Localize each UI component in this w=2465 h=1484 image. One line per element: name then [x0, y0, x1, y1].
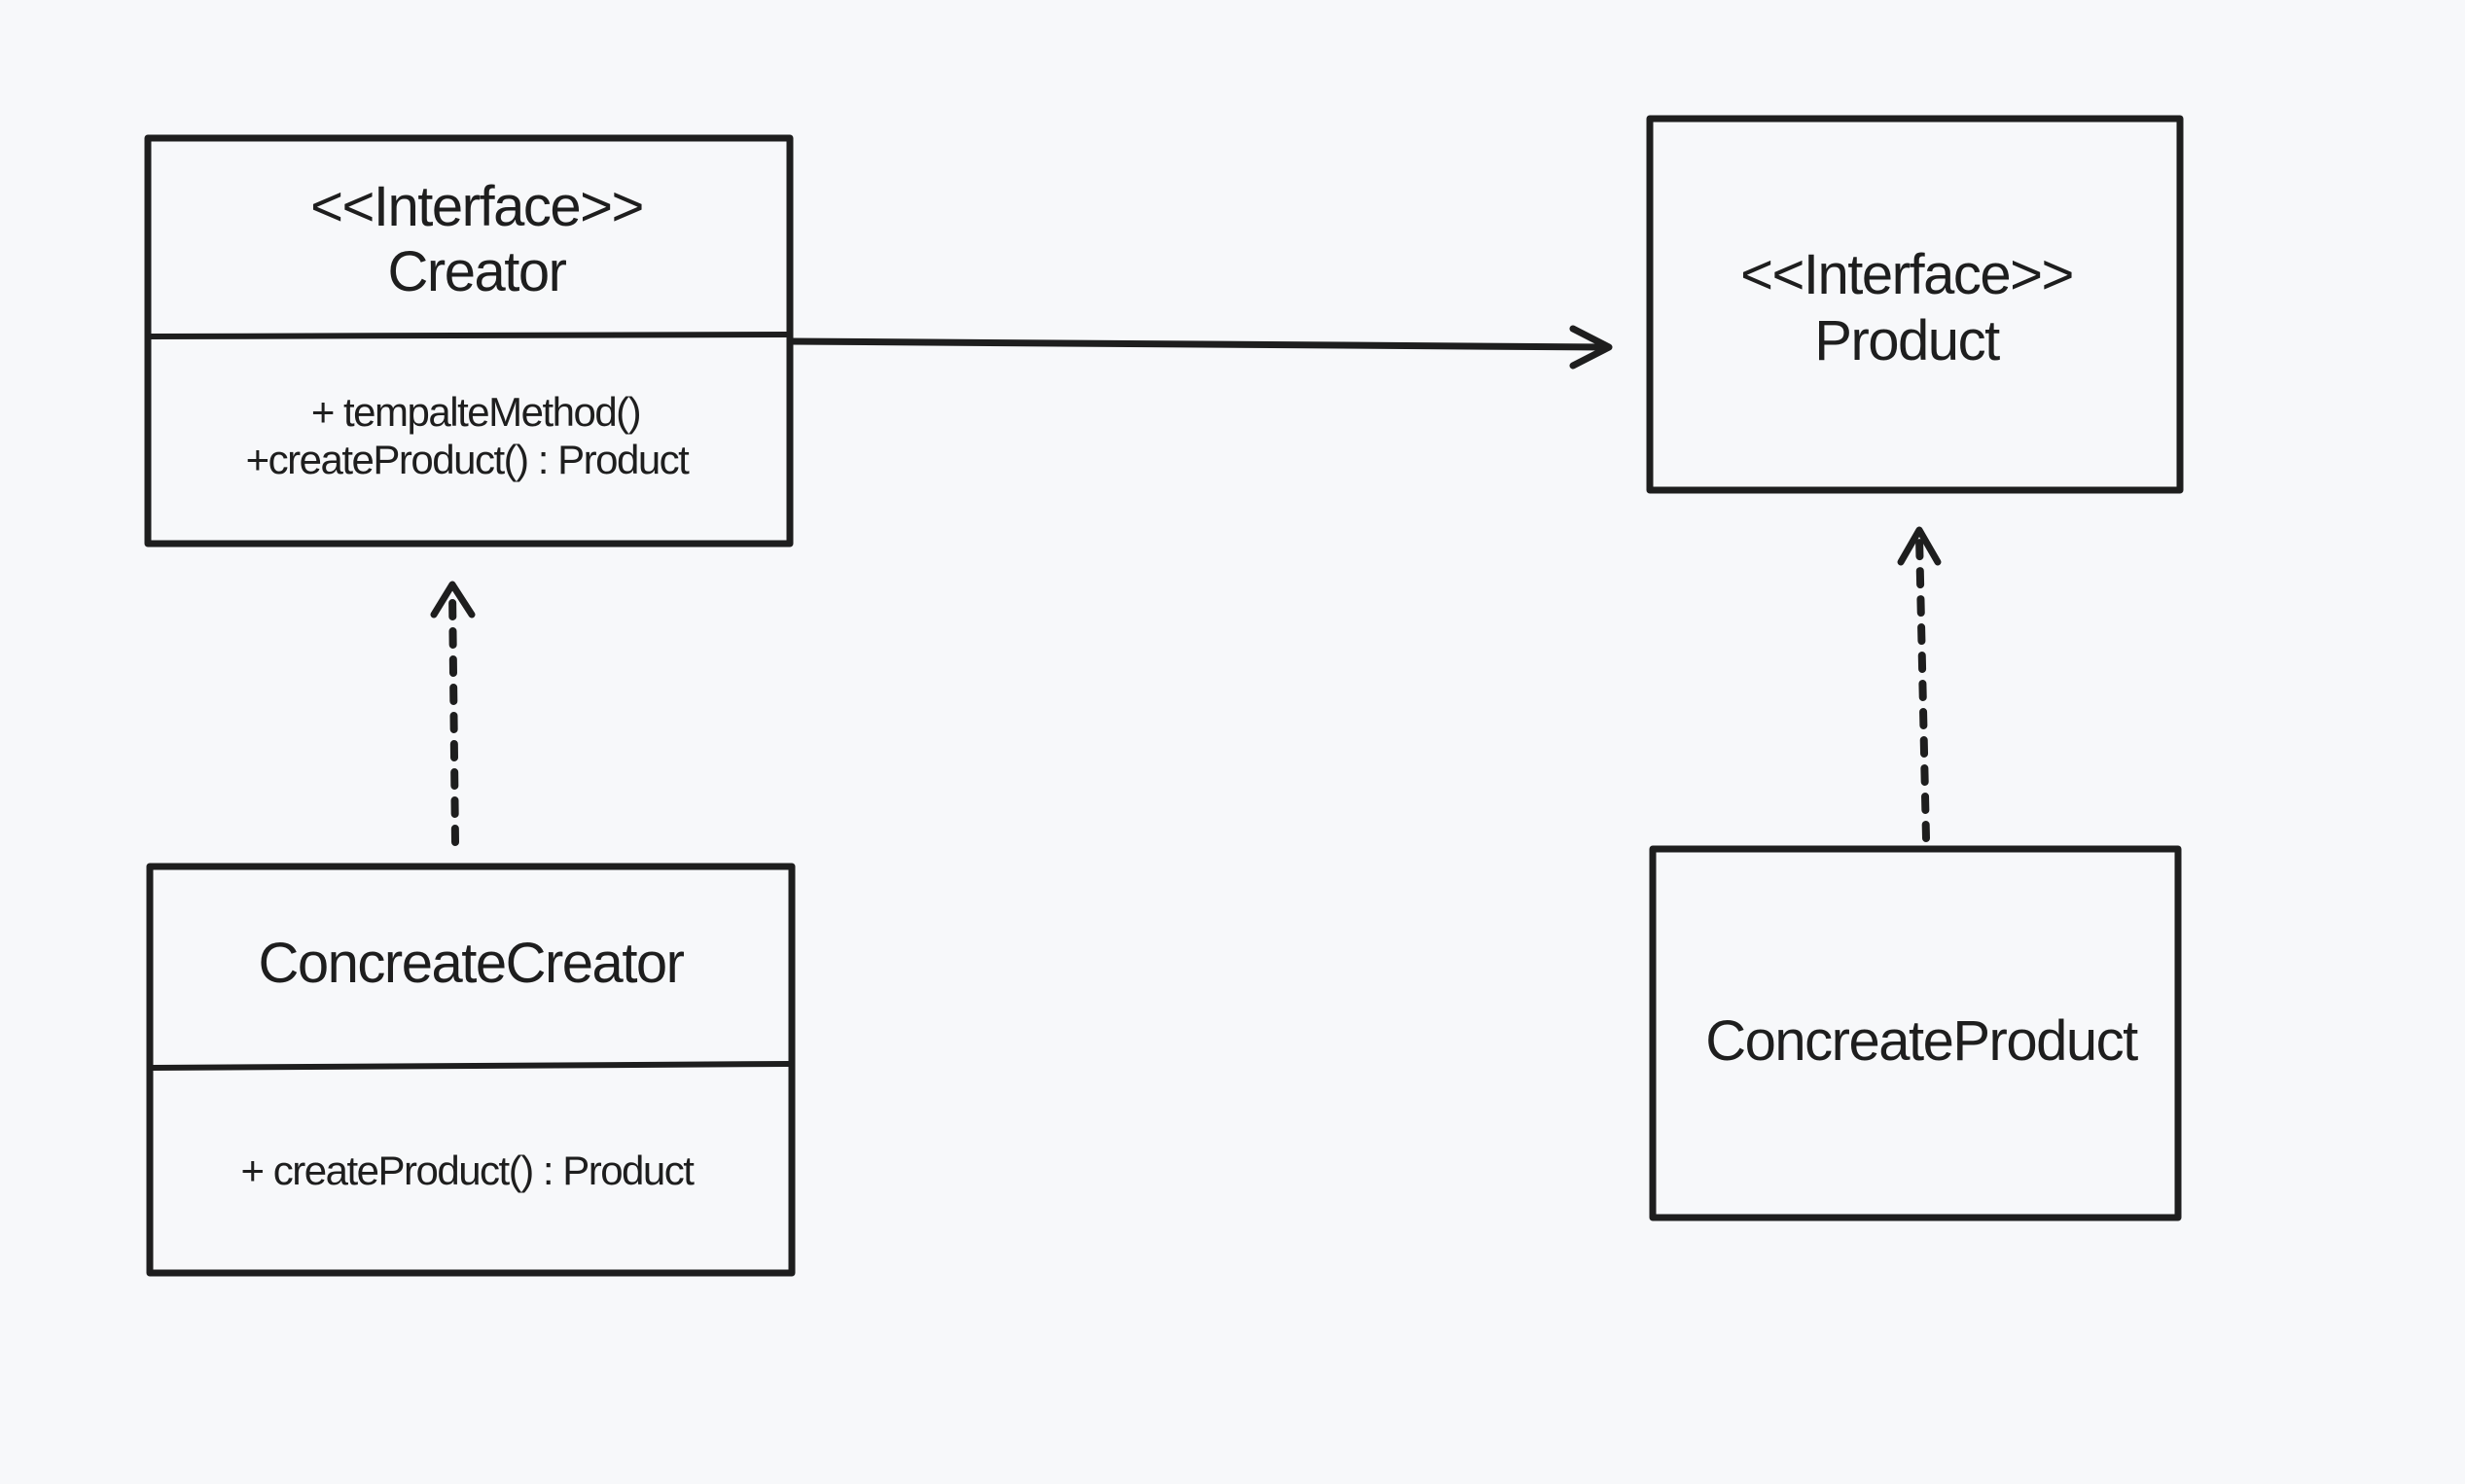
class-creator-name: Creator	[388, 240, 567, 303]
relation-creator-to-product[interactable]	[786, 325, 1613, 370]
realization-line	[1915, 533, 1930, 842]
class-concrete-creator-box	[146, 863, 796, 1277]
class-creator-member: + tempalteMethod()	[311, 389, 640, 435]
realization-arrowhead	[430, 581, 476, 618]
class-concrete-product-name: ConcreateProduct	[1705, 1009, 2138, 1073]
class-product-name: Product	[1814, 309, 2000, 372]
class-creator-divider	[148, 332, 790, 339]
realization-arrowhead	[1897, 526, 1942, 566]
class-concrete-creator-member: + createProduct() : Product	[241, 1148, 696, 1193]
class-creator-member: +createProduct() : Product	[246, 437, 691, 482]
realization-line	[448, 586, 459, 846]
relation-concrete-product-to-product[interactable]	[1897, 526, 1942, 842]
class-concrete-creator-name: ConcreateCreator	[259, 932, 685, 995]
association-arrowhead	[1569, 325, 1613, 370]
class-concrete-creator-divider	[150, 1061, 792, 1071]
class-concrete-product-box	[1649, 845, 2182, 1221]
relation-concrete-creator-to-creator[interactable]	[430, 581, 476, 846]
class-concrete-creator[interactable]: ConcreateCreator + createProduct() : Pro…	[146, 863, 796, 1277]
class-product-stereotype: <<Interface>>	[1740, 243, 2073, 306]
class-product[interactable]: <<Interface>> Product	[1646, 115, 2184, 494]
class-product-box	[1646, 115, 2184, 494]
class-creator-stereotype: <<Interface>>	[310, 175, 643, 238]
class-creator[interactable]: <<Interface>> Creator + tempalteMethod()…	[144, 134, 794, 548]
class-concrete-product[interactable]: ConcreateProduct	[1649, 845, 2182, 1221]
association-line	[786, 337, 1611, 351]
